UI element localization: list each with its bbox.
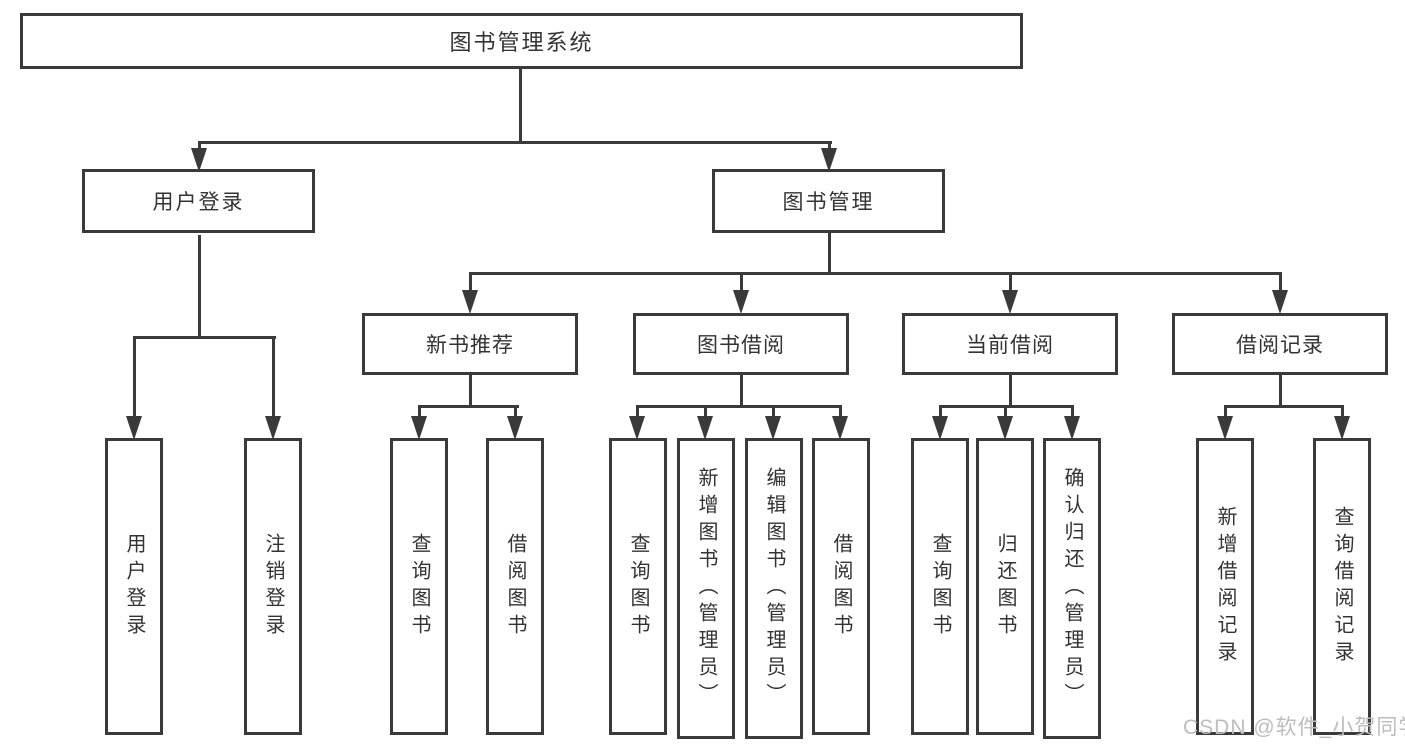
connector-line bbox=[132, 336, 136, 418]
connector-line bbox=[197, 235, 201, 336]
arrow-head bbox=[697, 416, 713, 440]
node-label: 用户登录 bbox=[123, 532, 145, 641]
leaf-user-login: 用户登录 bbox=[105, 438, 163, 735]
connector-line bbox=[271, 336, 275, 418]
node-book-borrow: 图书借阅 bbox=[633, 313, 849, 375]
node-label: 图书借阅 bbox=[697, 334, 785, 357]
node-book-management: 图书管理 bbox=[712, 169, 945, 233]
arrow-head bbox=[1271, 290, 1288, 314]
node-label: 用户登录 bbox=[152, 191, 245, 214]
connector-line bbox=[739, 272, 743, 293]
arrow-head bbox=[125, 416, 142, 440]
arrow-head bbox=[931, 416, 948, 440]
connector-line bbox=[468, 375, 472, 408]
arrow-head bbox=[1063, 416, 1080, 440]
arrow-head bbox=[264, 416, 281, 440]
leaf-add-borrow-record: 新增借阅记录 bbox=[1196, 438, 1254, 735]
arrow-head bbox=[190, 148, 207, 172]
connector-line bbox=[519, 69, 522, 141]
arrow-head bbox=[821, 148, 837, 172]
node-borrow-records: 借阅记录 bbox=[1172, 313, 1388, 375]
leaf-confirm-return-admin: 确认归还（管理员） bbox=[1043, 438, 1101, 739]
arrow-head bbox=[410, 416, 427, 440]
node-label: 归还图书 bbox=[994, 532, 1016, 641]
connector-line bbox=[1224, 405, 1227, 418]
node-label: 图书管理 bbox=[782, 191, 875, 214]
connector-line bbox=[772, 405, 775, 418]
node-label: 确认归还（管理员） bbox=[1061, 467, 1083, 710]
arrow-head bbox=[1334, 416, 1350, 440]
watermark: CSDN @软件_小贺同学 bbox=[1183, 716, 1405, 739]
connector-line bbox=[1008, 375, 1012, 408]
connector-line bbox=[704, 405, 707, 418]
arrow-head bbox=[1001, 290, 1018, 314]
arrow-head bbox=[461, 290, 478, 314]
node-label: 查询图书 bbox=[627, 532, 649, 641]
arrow-head bbox=[506, 416, 523, 440]
leaf-query-borrow-record: 查询借阅记录 bbox=[1313, 438, 1371, 735]
node-user-login: 用户登录 bbox=[82, 169, 315, 233]
leaf-edit-book-admin: 编辑图书（管理员） bbox=[745, 438, 803, 739]
arrow-head bbox=[765, 416, 781, 440]
node-label: 借阅图书 bbox=[830, 532, 852, 641]
connector-line bbox=[417, 405, 519, 408]
node-current-borrow: 当前借阅 bbox=[902, 313, 1118, 375]
leaf-logout-login: 注销登录 bbox=[244, 438, 302, 735]
leaf-query-books-borrow: 查询图书 bbox=[609, 438, 667, 735]
node-label: 查询借阅记录 bbox=[1331, 505, 1353, 668]
arrow-head bbox=[832, 416, 848, 440]
connector-line bbox=[197, 141, 201, 153]
node-label: 新增图书（管理员） bbox=[695, 467, 717, 710]
connector-line bbox=[468, 272, 472, 293]
connector-line bbox=[636, 405, 842, 408]
node-new-book-recommend: 新书推荐 bbox=[362, 313, 578, 375]
node-label: 图书管理系统 bbox=[449, 30, 594, 55]
connector-line bbox=[1070, 405, 1074, 418]
node-label: 查询图书 bbox=[408, 532, 430, 641]
arrow-head bbox=[629, 416, 645, 440]
connector-line bbox=[1224, 405, 1344, 408]
leaf-query-books-current: 查询图书 bbox=[911, 438, 969, 735]
node-label: 新书推荐 bbox=[426, 334, 514, 357]
arrow-head bbox=[732, 290, 749, 314]
leaf-borrow-books-recommend: 借阅图书 bbox=[486, 438, 544, 735]
connector-line bbox=[513, 405, 517, 418]
connector-line bbox=[417, 405, 421, 418]
connector-line bbox=[636, 405, 639, 418]
node-label: 注销登录 bbox=[262, 532, 284, 641]
connector-line bbox=[1278, 272, 1282, 293]
node-root: 图书管理系统 bbox=[20, 13, 1023, 69]
connector-line bbox=[1003, 405, 1007, 418]
node-label: 查询图书 bbox=[929, 532, 951, 641]
connector-line bbox=[828, 141, 831, 153]
connector-line bbox=[739, 375, 743, 408]
leaf-add-book-admin: 新增图书（管理员） bbox=[677, 438, 735, 739]
node-label: 借阅图书 bbox=[504, 532, 526, 641]
arrow-head bbox=[1217, 416, 1233, 440]
node-label: 当前借阅 bbox=[966, 334, 1054, 357]
connector-line bbox=[1008, 272, 1012, 293]
connector-line bbox=[1278, 375, 1282, 408]
leaf-query-books-recommend: 查询图书 bbox=[390, 438, 448, 735]
leaf-return-books: 归还图书 bbox=[976, 438, 1034, 735]
connector-line bbox=[468, 272, 1282, 275]
connector-line bbox=[1341, 405, 1344, 418]
arrow-head bbox=[996, 416, 1013, 440]
node-label: 新增借阅记录 bbox=[1214, 505, 1236, 668]
connector-line bbox=[197, 141, 832, 144]
node-label: 编辑图书（管理员） bbox=[763, 467, 785, 710]
connector-line bbox=[132, 336, 276, 339]
connector-line bbox=[839, 405, 842, 418]
node-label: 借阅记录 bbox=[1236, 334, 1324, 357]
connector-line bbox=[828, 232, 831, 275]
connector-line bbox=[938, 405, 942, 418]
leaf-borrow-books: 借阅图书 bbox=[812, 438, 870, 735]
